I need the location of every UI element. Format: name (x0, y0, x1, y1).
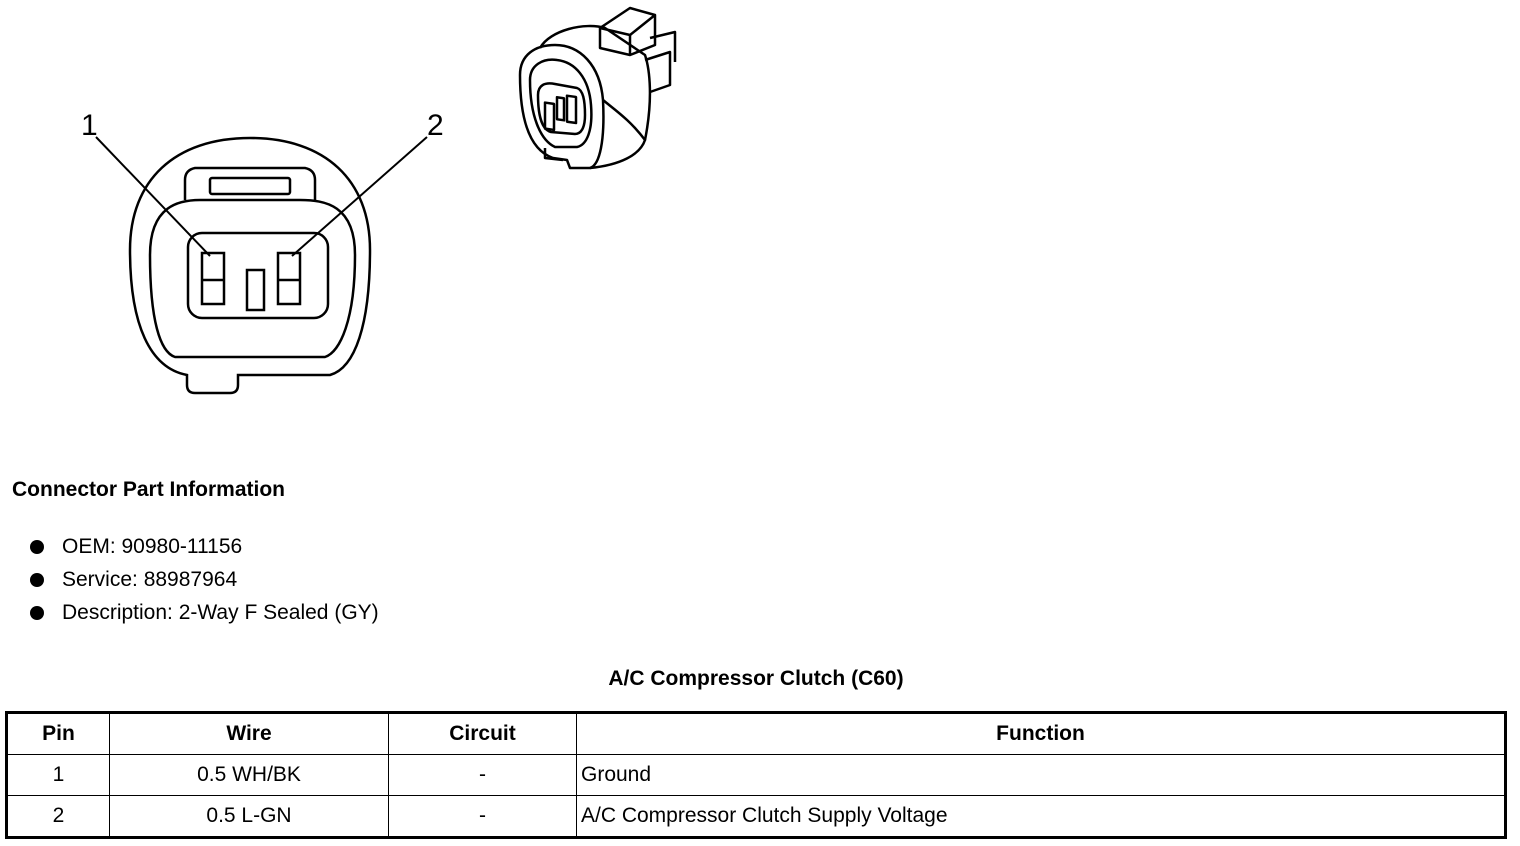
bullet-icon (30, 540, 44, 554)
cell-circuit: - (388, 795, 577, 838)
header-circuit: Circuit (388, 712, 577, 755)
cell-wire: 0.5 WH/BK (109, 754, 389, 796)
info-item-service: Service: 88987964 (28, 563, 379, 596)
pinout-table: Pin Wire Circuit Function 1 0.5 WH/BK - … (5, 711, 1507, 839)
info-item-text: Description: 2-Way F Sealed (GY) (62, 601, 379, 624)
info-item-text: OEM: 90980-11156 (62, 535, 243, 558)
pin-2-label: 2 (427, 109, 444, 142)
housing-outline (128, 136, 372, 395)
header-pin: Pin (6, 712, 110, 755)
connector-front-view: 1 2 (81, 109, 444, 395)
bullet-icon (30, 606, 44, 620)
info-item-description: Description: 2-Way F Sealed (GY) (28, 596, 379, 629)
pin-2-terminal (276, 251, 302, 306)
cell-circuit: - (388, 754, 577, 796)
iso-front-face (518, 43, 605, 170)
pin-1-label: 1 (81, 109, 98, 142)
cell-pin: 2 (6, 795, 110, 838)
latch (183, 166, 317, 200)
terminal-cavity (186, 231, 330, 320)
bullet-icon (30, 573, 44, 587)
pin-1-terminal (200, 251, 226, 306)
info-item-oem: OEM: 90980-11156 (28, 530, 379, 563)
cell-function: Ground (576, 754, 1506, 796)
cell-pin: 1 (6, 754, 110, 796)
cell-function: A/C Compressor Clutch Supply Voltage (576, 795, 1506, 838)
pin-2-leader (291, 136, 428, 257)
header-function: Function (576, 712, 1506, 755)
cell-wire: 0.5 L-GN (109, 795, 389, 838)
header-wire: Wire (109, 712, 389, 755)
connector-part-info-title: Connector Part Information (12, 478, 286, 501)
inner-shell (148, 198, 357, 359)
pin-1-leader (95, 136, 211, 257)
connector-part-info-list: OEM: 90980-11156 Service: 88987964 Descr… (28, 530, 379, 629)
table-row: 2 0.5 L-GN - A/C Compressor Clutch Suppl… (6, 795, 1506, 838)
table-header-row: Pin Wire Circuit Function (6, 712, 1506, 755)
connector-isometric-view (518, 6, 677, 170)
table-title: A/C Compressor Clutch (C60) (608, 667, 904, 690)
table-row: 1 0.5 WH/BK - Ground (6, 754, 1506, 796)
center-key (245, 268, 266, 312)
info-item-text: Service: 88987964 (62, 568, 238, 591)
